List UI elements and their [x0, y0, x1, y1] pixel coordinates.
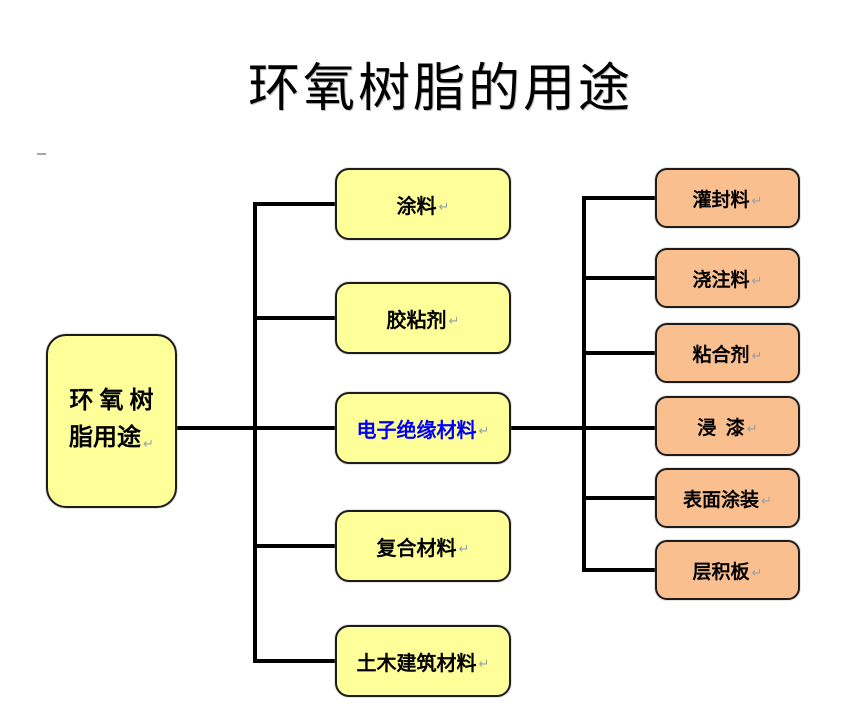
node-potting-label: 灌封料: [692, 189, 750, 211]
node-surface-coating: 表面涂装↵: [655, 468, 800, 528]
node-laminate: 层积板↵: [655, 540, 800, 600]
node-casting: 浇注料↵: [655, 248, 800, 308]
node-dipping-varnish-label: 浸 漆: [697, 417, 745, 439]
node-civil-construction: 土木建筑材料↵: [335, 625, 511, 697]
return-mark-icon: ↵: [751, 273, 763, 289]
node-laminate-label: 层积板: [692, 561, 750, 583]
connector-trunk-right: [582, 196, 586, 572]
return-mark-icon: ↵: [478, 423, 490, 439]
connector-branch-laminate: [582, 568, 655, 572]
node-coatings-label: 涂料: [396, 195, 437, 218]
node-civil-construction-label: 土木建筑材料: [356, 652, 477, 675]
connector-branch-civil: [253, 659, 335, 663]
connector-branch-adhesives: [253, 316, 335, 320]
node-root: 环 氧 树 脂用途↵: [46, 334, 177, 508]
return-mark-icon: ↵: [478, 656, 490, 672]
connector-branch-casting: [582, 276, 655, 280]
node-bonding-label: 粘合剂: [692, 344, 750, 366]
node-dipping-varnish: 浸 漆↵: [655, 396, 800, 456]
page-title: 环氧树脂的用途: [247, 61, 633, 118]
return-mark-icon: ↵: [751, 565, 763, 581]
connector-branch-potting: [582, 196, 655, 200]
node-bonding: 粘合剂↵: [655, 323, 800, 383]
connector-branch-coatings: [253, 202, 335, 206]
return-mark-icon: ↵: [751, 348, 763, 364]
node-casting-label: 浇注料: [692, 269, 750, 291]
connector-branch-bonding: [582, 351, 655, 355]
return-mark-icon: ↵: [448, 313, 460, 329]
return-mark-icon: ↵: [458, 541, 470, 557]
return-mark-icon: ↵: [746, 421, 758, 437]
node-potting: 灌封料↵: [655, 168, 800, 228]
return-mark-icon: ↵: [143, 436, 154, 452]
node-adhesives: 胶粘剂↵: [335, 282, 511, 354]
node-composites-label: 复合材料: [376, 537, 457, 560]
node-electronic-insulation-label: 电子绝缘材料: [356, 419, 477, 442]
node-electronic-insulation: 电子绝缘材料↵: [335, 392, 511, 464]
node-coatings: 涂料↵: [335, 168, 511, 240]
node-root-line2: 脂用途↵: [69, 420, 154, 460]
node-root-label: 脂用途: [69, 424, 142, 451]
node-surface-coating-label: 表面涂装: [683, 489, 760, 511]
connector-branch-composites: [253, 544, 335, 548]
return-mark-icon: ↵: [761, 493, 772, 509]
node-root-line1: 环 氧 树: [69, 387, 154, 414]
stray-dash: [37, 153, 46, 155]
node-adhesives-label: 胶粘剂: [386, 309, 447, 332]
return-mark-icon: ↵: [751, 193, 763, 209]
connector-trunk-left: [253, 202, 257, 663]
return-mark-icon: ↵: [438, 199, 450, 215]
node-composites: 复合材料↵: [335, 510, 511, 582]
connector-branch-surface-coating: [582, 496, 655, 500]
